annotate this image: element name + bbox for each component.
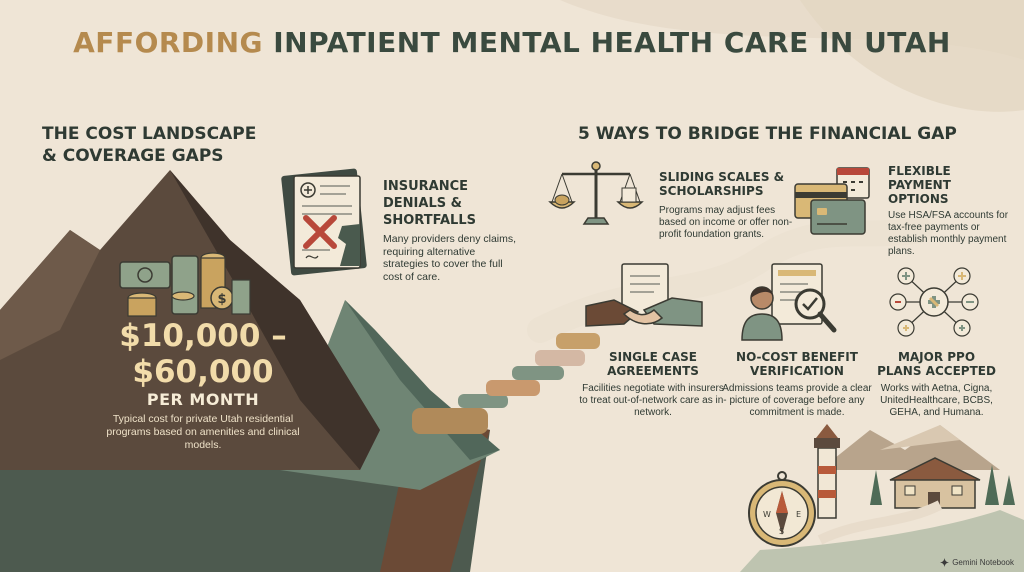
title-line: MAJOR PPO	[897, 350, 976, 364]
benefit-verification-title: NO-COST BENEFIT VERIFICATION	[722, 350, 872, 378]
brown-mountain-light	[0, 230, 100, 360]
title-line: SHORTFALLS	[383, 213, 476, 228]
benefit-verification-icon	[741, 263, 837, 341]
flexible-payment-title: FLEXIBLE PAYMENT OPTIONS	[888, 164, 951, 206]
per-month-label: PER MONTH	[146, 390, 260, 409]
title-line: SCHOLARSHIPS	[659, 184, 764, 198]
handshake-icon	[585, 263, 703, 327]
cost-line: $60,000	[132, 354, 274, 390]
page-title: AFFORDING INPATIENT MENTAL HEALTH CARE I…	[0, 26, 1024, 59]
cost-landscape-heading: THE COST LANDSCAPE & COVERAGE GAPS	[42, 123, 256, 167]
title-line: NO-COST BENEFIT	[736, 350, 858, 364]
title-line: FLEXIBLE	[888, 164, 951, 178]
cost-description: Typical cost for private Utah residentia…	[106, 413, 300, 451]
single-case-description: Facilities negotiate with insurers to tr…	[579, 383, 727, 418]
sliding-scales-description: Programs may adjust fees based on income…	[659, 205, 793, 240]
winding-path	[527, 217, 933, 343]
title-line: DENIALS &	[383, 196, 462, 211]
ppo-plans-title: MAJOR PPO PLANS ACCEPTED	[864, 350, 1009, 378]
title-line: AGREEMENTS	[607, 364, 699, 378]
background-swirl	[800, 0, 1024, 112]
money-stacks-icon: $	[119, 252, 251, 317]
title-line: PLANS ACCEPTED	[877, 364, 996, 378]
svg-text:W: W	[763, 510, 771, 519]
compass-icon: W E S	[748, 471, 816, 547]
sliding-scales-title: SLIDING SCALES & SCHOLARSHIPS	[659, 170, 784, 198]
flexible-payment-description: Use HSA/FSA accounts for tax-free paymen…	[888, 210, 1009, 257]
brown-mountain	[0, 170, 380, 470]
payment-cards-icon	[794, 167, 870, 235]
heading-line: THE COST LANDSCAPE	[42, 124, 257, 144]
svg-text:E: E	[796, 510, 801, 519]
title-line: SINGLE CASE	[609, 350, 697, 364]
title-line: OPTIONS	[888, 192, 949, 206]
cost-line: $10,000 –	[119, 318, 287, 354]
ppo-network-icon	[889, 267, 979, 337]
insurance-denials-title: INSURANCE DENIALS & SHORTFALLS	[383, 178, 523, 229]
brown-mountain-highlight	[170, 170, 380, 470]
gemini-notebook-badge: Gemini Notebook	[940, 558, 1014, 567]
cost-range: $10,000 – $60,000	[78, 318, 328, 390]
heading-line: & COVERAGE GAPS	[42, 146, 224, 166]
benefit-verification-description: Admissions teams provide a clear picture…	[722, 383, 872, 418]
title-line: INSURANCE	[383, 179, 469, 194]
scales-icon	[548, 161, 644, 225]
insurance-denials-description: Many providers deny claims, requiring al…	[383, 233, 517, 283]
title-line: PAYMENT	[888, 178, 951, 192]
single-case-title: SINGLE CASE AGREEMENTS	[578, 350, 728, 378]
title-accent: AFFORDING	[73, 26, 264, 59]
svg-text:$: $	[217, 292, 226, 307]
title-line: VERIFICATION	[750, 364, 844, 378]
bridge-gap-heading: 5 WAYS TO BRIDGE THE FINANCIAL GAP	[578, 124, 957, 144]
ppo-plans-description: Works with Aetna, Cigna, UnitedHealthcar…	[880, 383, 993, 418]
stepping-stones	[412, 333, 600, 434]
scenery-illustration	[740, 424, 1024, 572]
denied-claim-icon	[281, 168, 367, 276]
title-main: INPATIENT MENTAL HEALTH CARE IN UTAH	[273, 26, 951, 59]
brand-label: Gemini Notebook	[952, 558, 1014, 567]
sparkle-icon	[940, 558, 950, 567]
title-line: SLIDING SCALES &	[659, 170, 785, 184]
svg-text:S: S	[779, 527, 784, 536]
